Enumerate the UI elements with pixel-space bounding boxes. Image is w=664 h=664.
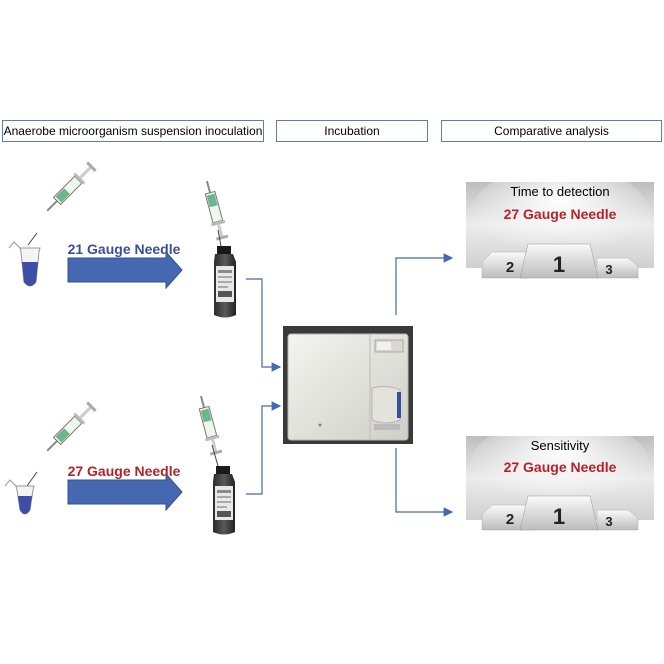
needle-icon [27, 232, 38, 246]
header-incubation: Incubation [276, 120, 428, 142]
connector-to-top-podium [395, 253, 454, 315]
syringe-icon [46, 161, 97, 212]
podium-title-sensitivity: Sensitivity [530, 438, 590, 453]
needle-label-27: 27 Gauge Needle [67, 463, 181, 479]
podium-rank-1: 1 [553, 252, 565, 277]
syringe-icon [46, 401, 97, 452]
podium-title-time-to-detection: Time to detection [510, 184, 610, 199]
header-inoculation: Anaerobe microorganism suspension inocul… [2, 120, 264, 142]
syringe-icon [198, 395, 223, 456]
needle-icon [211, 444, 219, 467]
podium-rank-2: 2 [506, 259, 514, 276]
podium-winner-top: 27 Gauge Needle [503, 206, 617, 222]
connector-top-to-incubator [246, 278, 282, 372]
podium-rank-2: 2 [506, 511, 514, 528]
podium-icon [466, 165, 654, 279]
podium-rank-1: 1 [553, 504, 565, 529]
header-analysis: Comparative analysis [441, 120, 662, 142]
syringe-icon [204, 180, 229, 241]
connector-to-bottom-podium [395, 448, 454, 517]
podium-rank-3: 3 [605, 262, 612, 277]
tube-icon [8, 241, 41, 287]
podium-rank-3: 3 [605, 514, 612, 529]
needle-icon [26, 471, 38, 487]
podium-winner-bottom: 27 Gauge Needle [503, 459, 617, 475]
blood-culture-bottle-icon [213, 466, 235, 535]
connector-bottom-to-incubator [246, 401, 282, 495]
blood-culture-bottle-icon [214, 246, 236, 318]
arrow-27-gauge [67, 472, 183, 512]
needle-icon [217, 229, 222, 247]
needle-label-21: 21 Gauge Needle [67, 241, 181, 257]
arrow-21-gauge [67, 250, 183, 290]
podium-icon [466, 418, 654, 531]
incubator-icon [283, 326, 413, 444]
tube-icon [4, 479, 35, 515]
